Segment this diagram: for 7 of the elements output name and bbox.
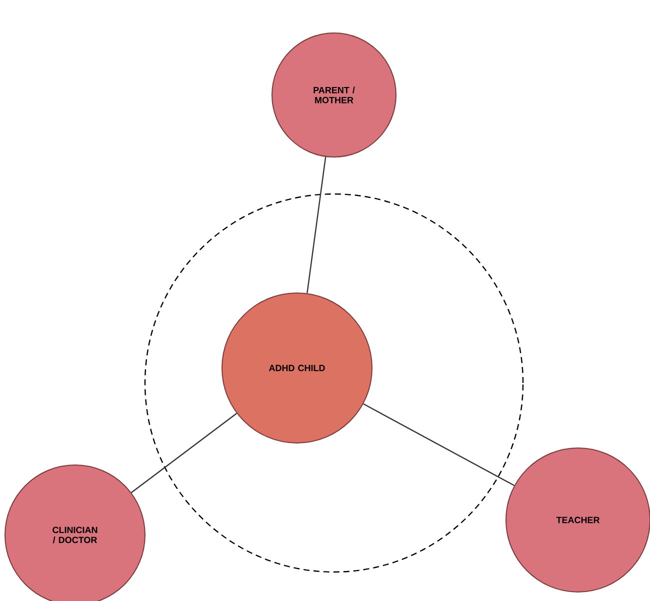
connector-line <box>363 403 515 486</box>
circle-node: ADHD CHILD <box>222 292 372 444</box>
circle-node: CLINICIAN / DOCTOR <box>4 464 146 601</box>
circle-node: PARENT / MOTHER <box>272 32 396 158</box>
connector-line <box>130 412 238 494</box>
connector-line <box>306 156 326 294</box>
circle-node: TEACHER <box>506 447 650 592</box>
